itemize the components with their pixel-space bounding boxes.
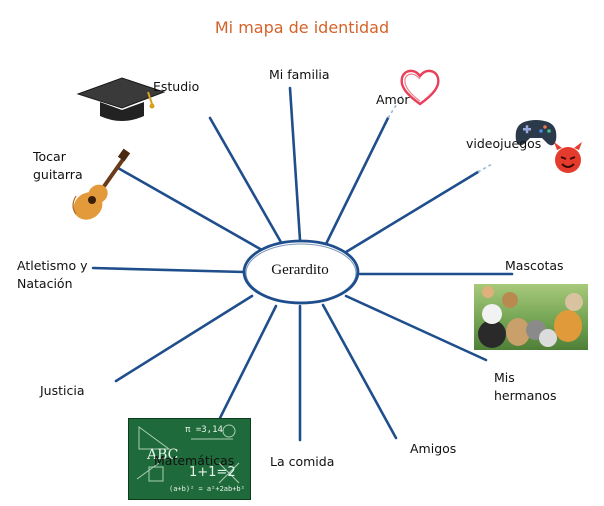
label-atletismo: Atletismo y <box>17 258 88 273</box>
math-chalkboard-image: π =3,14 ABC 1+1=2 (a+b)² = a²+2ab+b² <box>128 418 251 500</box>
ray-matematicas <box>218 304 278 420</box>
label-familia: Mi familia <box>269 67 330 82</box>
label-mis: Mis <box>494 370 515 385</box>
center-node <box>242 239 360 305</box>
page-title: Mi mapa de identidad <box>214 18 390 37</box>
ray-amigos <box>321 303 398 440</box>
label-mascotas: Mascotas <box>505 258 564 273</box>
label-estudio: Estudio <box>153 79 200 94</box>
board-abc: ABC <box>147 447 179 463</box>
gamepad-icon <box>515 120 557 146</box>
ray-videojuegos <box>344 170 480 254</box>
label-videojuegos: videojuegos <box>466 136 542 151</box>
label-hermanos: hermanos <box>494 388 557 403</box>
ray-guitarra <box>116 166 264 252</box>
center-label: Gerardito <box>271 262 329 278</box>
label-tocar: Tocar <box>33 149 66 164</box>
ray-amor <box>324 116 390 246</box>
label-guitarra: guitarra <box>33 167 83 182</box>
devil-emoji-icon <box>554 142 582 173</box>
label-amor: Amor <box>376 92 410 107</box>
guitar-icon <box>72 148 131 220</box>
ray-estudio <box>208 116 284 246</box>
label-justicia: Justicia <box>40 383 85 398</box>
graduation-cap-icon <box>76 77 166 121</box>
label-natacion: Natación <box>17 276 73 291</box>
board-sum: 1+1=2 <box>189 465 236 480</box>
board-pi: π =3,14 <box>185 425 223 435</box>
label-comida: La comida <box>270 454 335 469</box>
board-formula: (a+b)² = a²+2ab+b² <box>169 485 245 493</box>
pets-photo-image <box>474 284 588 350</box>
label-matematicas: Matemáticas <box>154 453 235 468</box>
label-amigos: Amigos <box>410 441 457 456</box>
ray-hermanos <box>344 294 488 362</box>
heart-icon <box>400 69 440 106</box>
ray-familia <box>288 86 302 242</box>
ray-atletismo <box>91 266 246 274</box>
ray-justicia <box>114 294 254 383</box>
